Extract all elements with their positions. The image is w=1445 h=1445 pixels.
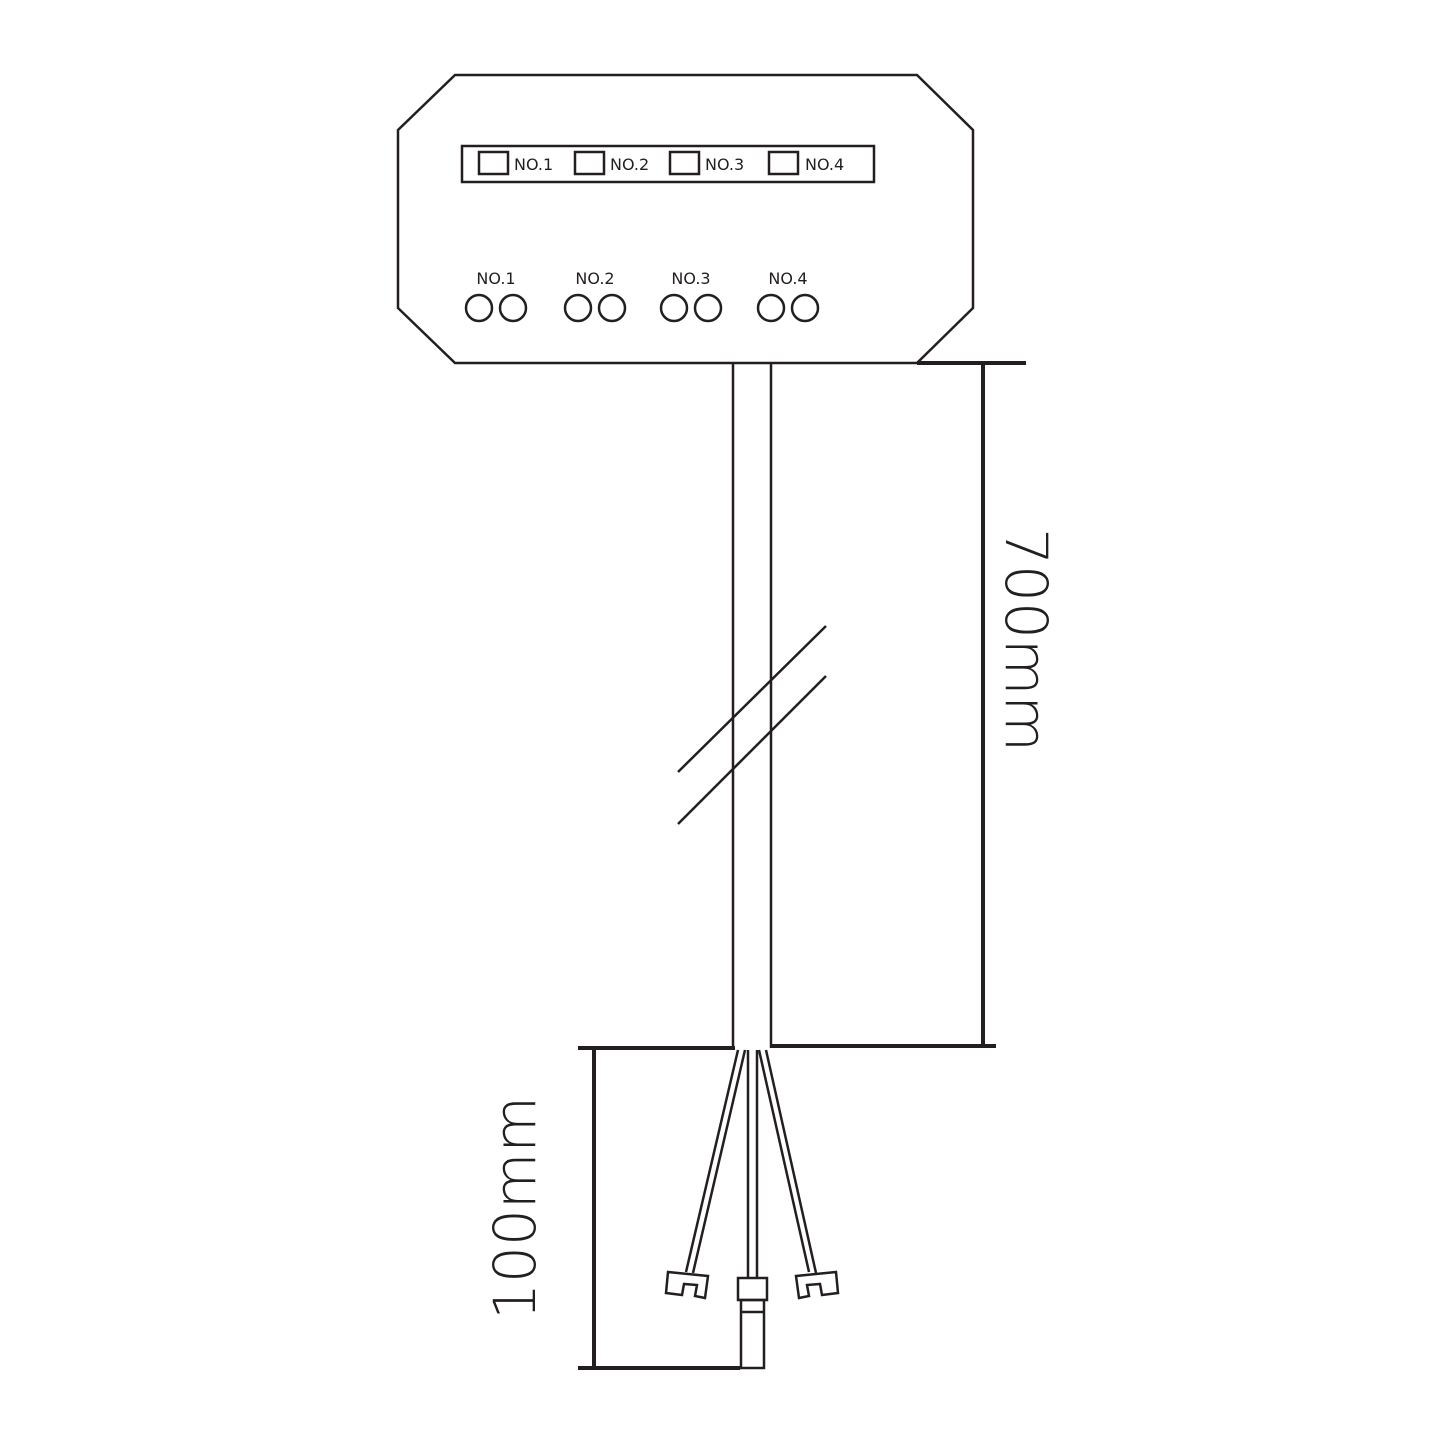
main-cable — [731, 363, 773, 1048]
switch-no2[interactable]: NO.2 — [573, 150, 649, 176]
switch-no2-box[interactable] — [573, 150, 606, 176]
port-no3[interactable]: NO.3 — [659, 269, 723, 323]
spade-terminal-right[interactable] — [794, 1270, 840, 1300]
port-no4-label: NO.4 — [768, 269, 807, 288]
wire-lead-left — [664, 1049, 747, 1300]
port-no2-right[interactable] — [597, 293, 627, 323]
switch-no1-label: NO.1 — [514, 155, 553, 174]
dimension-700mm: 700mm — [771, 361, 1060, 1048]
port-no1-left[interactable] — [464, 293, 494, 323]
port-no4-right[interactable] — [790, 293, 820, 323]
port-no1[interactable]: NO.1 — [464, 269, 528, 323]
cable-break-marks — [677, 625, 827, 825]
port-no1-label: NO.1 — [476, 269, 515, 288]
port-no2-label: NO.2 — [575, 269, 614, 288]
port-no3-left[interactable] — [659, 293, 689, 323]
connector-collar — [736, 1276, 769, 1302]
port-no3-right[interactable] — [693, 293, 723, 323]
switch-no3[interactable]: NO.3 — [668, 150, 744, 176]
spade-terminal-left[interactable] — [664, 1270, 710, 1300]
wire-lead-center — [736, 1050, 769, 1370]
dimension-100mm: 100mm — [481, 1046, 740, 1370]
switch-no4-label: NO.4 — [805, 155, 844, 174]
port-no2-left[interactable] — [563, 293, 593, 323]
port-no3-label: NO.3 — [671, 269, 710, 288]
dimension-100mm-label: 100mm — [481, 1096, 549, 1320]
switch-no4[interactable]: NO.4 — [767, 150, 844, 176]
port-no2[interactable]: NO.2 — [563, 269, 627, 323]
port-no4[interactable]: NO.4 — [756, 269, 820, 323]
switch-no1[interactable]: NO.1 — [477, 150, 553, 176]
wire-lead-right — [757, 1049, 840, 1300]
dimension-700mm-label: 700mm — [992, 528, 1060, 752]
switch-panel — [460, 144, 876, 184]
port-no4-left[interactable] — [756, 293, 786, 323]
switch-no2-label: NO.2 — [610, 155, 649, 174]
switch-no4-box[interactable] — [767, 150, 800, 176]
switch-no3-box[interactable] — [668, 150, 701, 176]
switch-no3-label: NO.3 — [705, 155, 744, 174]
connector-plug[interactable] — [739, 1298, 766, 1370]
switch-no1-box[interactable] — [477, 150, 510, 176]
port-no1-right[interactable] — [498, 293, 528, 323]
